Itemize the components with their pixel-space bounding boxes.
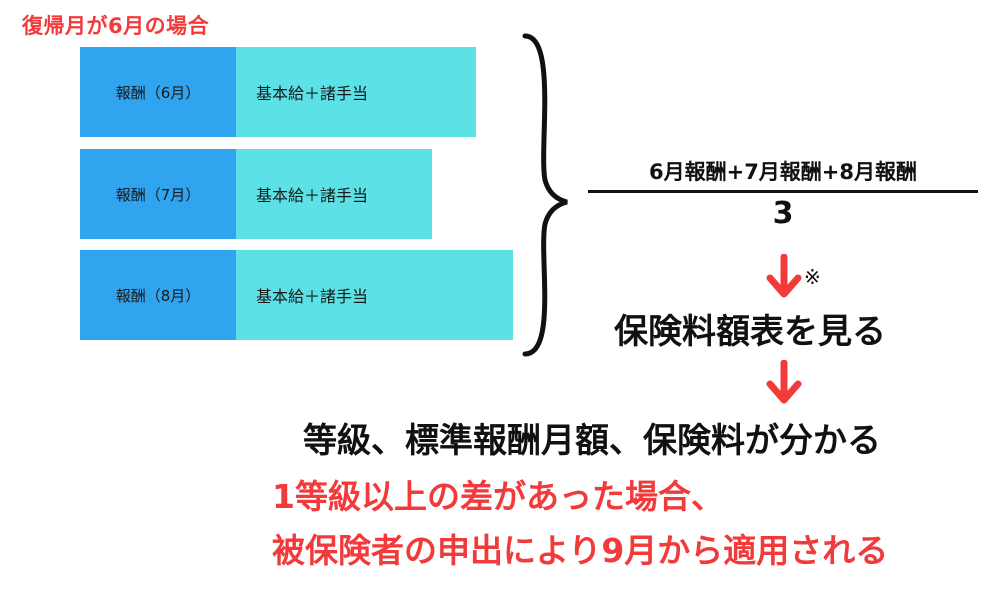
bar-label: 報酬（7月）	[80, 149, 236, 239]
bar-value: 基本給＋諸手当	[236, 250, 513, 340]
step-see-premium-table: 保険料額表を見る	[614, 312, 886, 352]
step-grade-result: 等級、標準報酬月額、保険料が分かる	[303, 421, 881, 461]
bar-value: 基本給＋諸手当	[236, 149, 432, 239]
down-arrow-icon	[766, 360, 802, 404]
bar-value: 基本給＋諸手当	[236, 47, 476, 137]
fraction-numerator: 6月報酬+7月報酬+8月報酬	[648, 160, 918, 184]
condition-line-1: 1等級以上の差があった場合、	[272, 477, 724, 516]
condition-line-2: 被保険者の申出により9月から適用される	[272, 531, 889, 570]
curly-brace	[522, 33, 568, 357]
bar-july: 報酬（7月） 基本給＋諸手当	[80, 149, 432, 239]
fraction-denominator: 3	[772, 196, 794, 231]
fraction-bar	[588, 190, 978, 193]
bar-august: 報酬（8月） 基本給＋諸手当	[80, 250, 513, 340]
bar-label: 報酬（6月）	[80, 47, 236, 137]
bar-label: 報酬（8月）	[80, 250, 236, 340]
down-arrow-icon	[766, 254, 802, 298]
scenario-title: 復帰月が6月の場合	[22, 14, 210, 38]
bar-june: 報酬（6月） 基本給＋諸手当	[80, 47, 476, 137]
note-mark: ※	[804, 265, 821, 289]
